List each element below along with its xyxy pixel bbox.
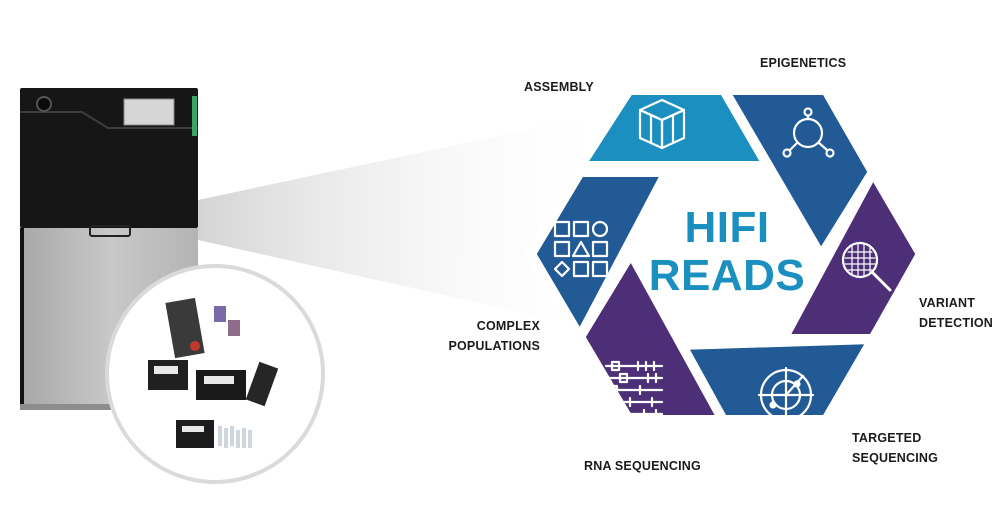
instrument-base-shadow bbox=[20, 404, 198, 410]
label-targeted-sequencing-1: TARGETED bbox=[852, 431, 921, 445]
center-title-line1: HIFI bbox=[684, 203, 769, 252]
label-complex-populations-2: POPULATIONS bbox=[448, 339, 540, 353]
reagent-box-1 bbox=[148, 360, 188, 390]
light-beam bbox=[198, 110, 620, 330]
reagent-box-1-label bbox=[154, 366, 178, 374]
node-network-icon bbox=[782, 107, 835, 158]
instrument-display-window bbox=[123, 98, 175, 126]
magnifier-grid-icon bbox=[841, 241, 892, 292]
reagent-box-4-label bbox=[182, 426, 204, 432]
smrt-cell-b bbox=[228, 320, 240, 336]
instrument-power-button bbox=[36, 96, 52, 112]
reagent-box-2 bbox=[196, 370, 246, 400]
isometric-blocks-icon bbox=[638, 98, 686, 150]
smrt-cell-a bbox=[214, 306, 226, 322]
label-epigenetics: EPIGENETICS bbox=[760, 56, 846, 70]
label-variant-detection-2: DETECTION bbox=[919, 316, 993, 330]
consumables-inset bbox=[105, 264, 325, 484]
instrument-lid-contour bbox=[20, 111, 198, 129]
reagent-box-2-label bbox=[204, 376, 234, 384]
center-title-line2: READS bbox=[649, 251, 806, 300]
segment-complex-populations[interactable] bbox=[526, 167, 672, 342]
instrument-status-light bbox=[192, 96, 197, 136]
label-variant-detection-1: VARIANT bbox=[919, 296, 975, 310]
reagent-tubes bbox=[218, 426, 252, 448]
tray-red-marker bbox=[190, 341, 200, 351]
label-rna-sequencing: RNA SEQUENCING bbox=[584, 459, 701, 473]
radar-icon bbox=[757, 366, 815, 424]
label-targeted-sequencing-2: SEQUENCING bbox=[852, 451, 938, 465]
label-assembly: ASSEMBLY bbox=[524, 80, 594, 94]
shapes-grid-icon bbox=[553, 220, 609, 278]
reagent-box-3 bbox=[245, 361, 279, 407]
sequence-reads-icon bbox=[604, 360, 664, 420]
reagent-box-4 bbox=[176, 420, 214, 448]
label-complex-populations-1: COMPLEX bbox=[477, 319, 541, 333]
instrument-side-edge bbox=[20, 228, 24, 406]
instrument-handle bbox=[89, 225, 131, 237]
